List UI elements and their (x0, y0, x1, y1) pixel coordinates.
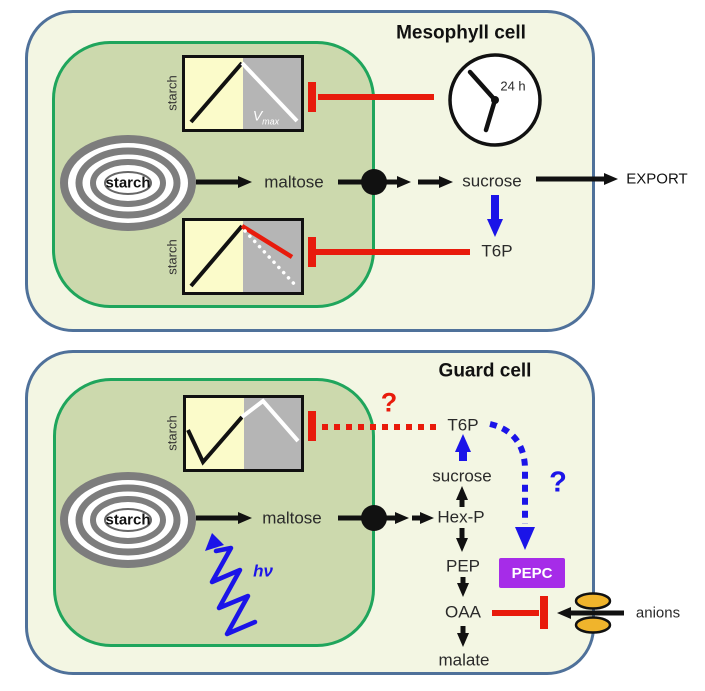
starch-axis-label: starch (164, 239, 180, 275)
malate-label: malate (438, 650, 490, 670)
guard-title: Guard cell (438, 360, 532, 382)
t6p-label: T6P (481, 241, 513, 261)
pepc-label: PEPC (511, 564, 553, 582)
hexp-label: Hex-P (437, 507, 485, 527)
starch-granule-icon (60, 135, 196, 231)
sucrose-label: sucrose (432, 466, 492, 486)
starch-axis-label: starch (164, 75, 180, 111)
anion-channel-icon (574, 592, 612, 634)
t6p-inhibition-line (308, 237, 470, 267)
maltose-label: maltose (264, 172, 324, 192)
oaa-label: OAA (445, 602, 481, 622)
graph-t6p-lines (189, 224, 299, 289)
transporter-dot-icon (361, 169, 387, 195)
t6p-label: T6P (447, 415, 479, 435)
day-region (186, 398, 244, 469)
blue-question-mark: ? (549, 466, 567, 499)
t6p-pepc-signal-arrow (489, 421, 535, 550)
clock-icon (448, 53, 542, 147)
graph-day-lines (189, 61, 299, 124)
mesophyll-title: Mesophyll cell (396, 22, 526, 44)
light-arrow-icon (205, 533, 258, 637)
vmax-label: Vmax (252, 107, 280, 127)
starch-granule-label: starch (105, 174, 151, 192)
t6p-guard-inhibition-line (308, 411, 437, 441)
graph-guard-lines (186, 398, 300, 466)
oaa-inhibition-line (492, 596, 548, 629)
pep-label: PEP (445, 556, 481, 576)
export-label: EXPORT (626, 170, 688, 188)
starch-axis-label: starch (164, 415, 180, 451)
pepc-box: PEPC (499, 558, 565, 588)
anions-label: anions (635, 604, 681, 622)
transporter-dot-icon (361, 505, 387, 531)
clock-inhibition-line (308, 82, 434, 112)
hv-label: hν (253, 561, 273, 581)
starch-granule-label: starch (105, 511, 151, 529)
sucrose-label: sucrose (462, 171, 522, 191)
clock-label: 24 h (500, 78, 526, 94)
red-question-mark: ? (380, 387, 398, 418)
maltose-label: maltose (262, 508, 322, 528)
starch-granule-icon (60, 472, 196, 568)
